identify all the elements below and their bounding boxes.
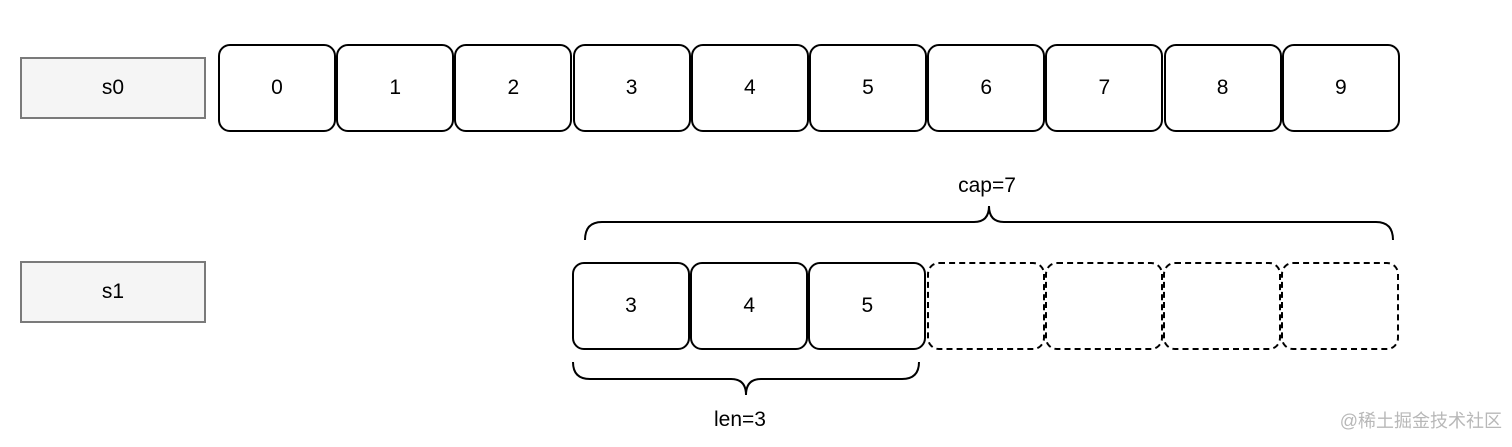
s0-cell: 0 (218, 44, 336, 132)
s0-cell-value: 0 (271, 76, 283, 99)
s1-capacity-cell (1281, 262, 1400, 350)
s0-cell-value: 1 (389, 76, 402, 99)
s0-cell: 1 (336, 44, 455, 132)
s1-cell: 4 (690, 262, 809, 350)
s0-cell-value: 4 (743, 76, 756, 99)
s0-cell: 8 (1163, 44, 1282, 132)
s1-cell-value: 3 (625, 294, 637, 317)
len-brace (572, 361, 920, 396)
s0-cell: 3 (572, 44, 691, 132)
s1-cell: 3 (572, 262, 690, 350)
len-label: len=3 (714, 408, 766, 431)
s0-cell-value: 9 (1334, 76, 1347, 99)
s0-cell: 6 (927, 44, 1046, 132)
s1-label-box: s1 (20, 261, 206, 323)
s0-label: s0 (101, 76, 125, 99)
s1-capacity-cell (926, 262, 1045, 350)
watermark: @稀土掘金技术社区 (1339, 411, 1502, 431)
s0-cell-value: 3 (625, 76, 638, 99)
s1-label: s1 (101, 280, 125, 303)
s1-capacity-cell (1163, 262, 1281, 350)
s0-cell-value: 8 (1216, 76, 1229, 99)
s0-cell: 4 (690, 44, 809, 132)
s1-cell-value: 4 (743, 294, 756, 317)
s0-cell: 7 (1045, 44, 1164, 132)
s0-cell: 9 (1281, 44, 1400, 132)
s0-label-box: s0 (20, 57, 206, 119)
s1-cell: 5 (808, 262, 927, 350)
s0-cell-value: 2 (507, 76, 520, 99)
s0-cell: 5 (809, 44, 927, 132)
s0-cell: 2 (454, 44, 573, 132)
cap-label: cap=7 (958, 174, 1016, 197)
cap-brace (584, 205, 1394, 241)
s0-cell-value: 7 (1098, 76, 1111, 99)
s1-capacity-cell (1044, 262, 1163, 350)
s0-cell-value: 5 (862, 76, 874, 99)
s1-cell-value: 5 (861, 294, 874, 317)
s0-cell-value: 6 (980, 76, 993, 99)
